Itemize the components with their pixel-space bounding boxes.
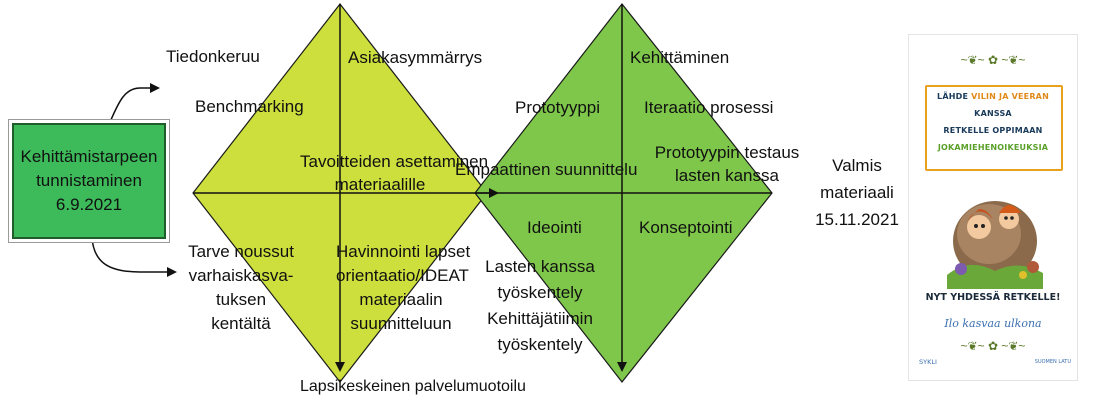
illustration-image <box>947 201 1043 289</box>
poster-script: Ilo kasvaa ulkona <box>944 317 1042 330</box>
label-iteraatio: Iteraatio prosessi <box>644 98 774 117</box>
poster-image: ~❦~ ✿ ~❦~ LÄHDE VILIN JA VEERAN KANSSA R… <box>908 34 1078 381</box>
bottom-ornament-icon: ~❦~ ✿ ~❦~ <box>960 339 1026 353</box>
poster-slogan: NYT YHDESSÄ RETKELLE! <box>925 292 1061 303</box>
label-prototyypin-testaus: Prototyypin testaus lasten kanssa <box>652 141 802 187</box>
start-line-3: 6.9.2021 <box>55 195 123 214</box>
arrow-to-tarve <box>91 237 177 277</box>
label-ideointi: Ideointi <box>527 218 582 237</box>
suomen-latu-logo: SUOMEN LATU <box>1034 359 1071 365</box>
label-lapsikeskeinen: Lapsikeskeinen palvelumuotoilu <box>300 378 526 395</box>
end-line-2: materiaali <box>820 183 894 202</box>
label-tavoitteiden-line-1: Tavoitteiden asettaminen <box>300 152 489 171</box>
label-havinnointi: Havinnointi lapset orientaatio/IDEAT mat… <box>336 240 471 336</box>
label-lasten-line-3: Kehittäjätiimin <box>487 309 593 328</box>
top-ornament-icon: ~❦~ ✿ ~❦~ <box>960 53 1026 67</box>
label-tarve-line-4: kentältä <box>211 314 271 333</box>
label-prototyyppi: Prototyyppi <box>515 98 601 117</box>
label-asiakasymmarrys: Asiakasymmärrys <box>348 48 483 67</box>
label-lasten-kanssa: Lasten kanssa työskentely Kehittäjätiimi… <box>475 254 605 358</box>
start-line-2: tunnistaminen <box>36 171 142 190</box>
label-havinnointi-line-2: orientaatio/IDEAT <box>336 266 469 285</box>
label-havinnointi-line-4: suunnitteluun <box>350 314 452 333</box>
label-tavoitteiden-line-2: materiaalille <box>334 175 426 194</box>
label-havinnointi-line-3: materiaalin <box>359 290 443 309</box>
end-line-1: Valmis <box>832 156 882 175</box>
label-prototyypin-testaus-line-1: Prototyypin testaus <box>654 143 800 162</box>
label-lasten-line-2: työskentely <box>497 283 583 302</box>
label-lasten-line-4: työskentely <box>497 335 583 354</box>
sykli-logo: SYKLI <box>919 358 937 366</box>
poster-title-line-4: JOKAMIEHENOIKEUKSIA <box>937 143 1049 152</box>
label-konseptointi: Konseptointi <box>639 218 733 237</box>
poster-title-line-2: KANSSA <box>974 109 1012 118</box>
label-kehittaminen: Kehittäminen <box>630 48 730 67</box>
label-tarve-line-1: Tarve noussut <box>188 242 294 261</box>
label-tarve-line-2: varhaiskasva- <box>188 266 294 285</box>
start-box: Kehittämistarpeen tunnistaminen 6.9.2021 <box>12 123 166 239</box>
label-tarve-line-3: tuksen <box>215 290 267 309</box>
label-lasten-line-1: Lasten kanssa <box>485 257 595 276</box>
label-benchmarking: Benchmarking <box>195 97 304 116</box>
label-prototyypin-testaus-line-2: lasten kanssa <box>675 166 779 185</box>
start-line-1: Kehittämistarpeen <box>20 147 158 166</box>
end-label: Valmis materiaali 15.11.2021 <box>802 152 912 233</box>
label-tarve: Tarve noussut varhaiskasva- tuksen kentä… <box>176 240 306 336</box>
arrow-to-tiedonkeruu <box>109 83 160 123</box>
label-havinnointi-line-1: Havinnointi lapset <box>336 242 471 261</box>
poster-title-line-3: RETKELLE OPPIMAAN <box>943 126 1043 135</box>
poster-title-line-1: LÄHDE VILIN JA VEERAN <box>937 92 1049 101</box>
label-tavoitteiden: Tavoitteiden asettaminen materiaalille <box>300 151 489 195</box>
poster-title-frame <box>925 85 1063 171</box>
label-tiedonkeruu: Tiedonkeruu <box>166 47 260 66</box>
end-line-3: 15.11.2021 <box>815 210 899 229</box>
label-empaattinen: Empaattinen suunnittelu <box>455 160 638 179</box>
